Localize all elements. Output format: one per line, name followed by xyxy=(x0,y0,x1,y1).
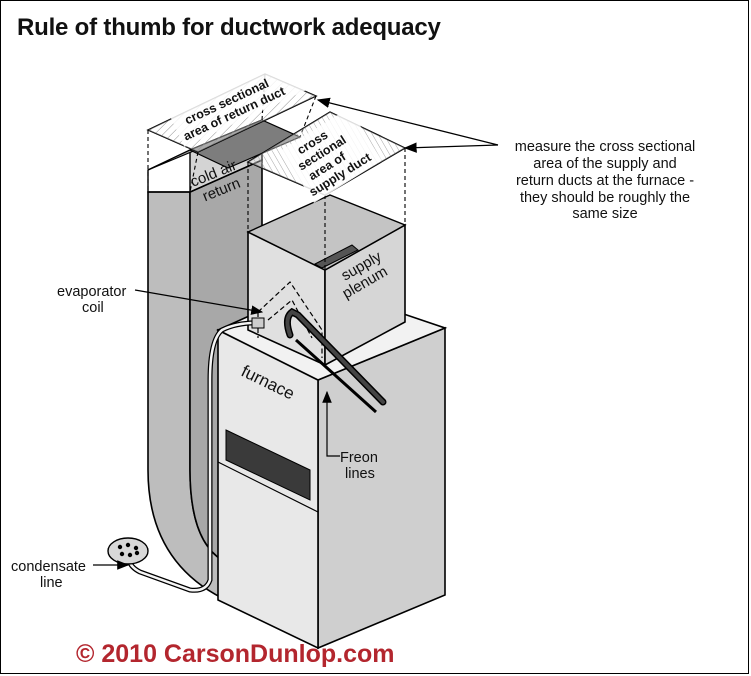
measure-text-line5: same size xyxy=(572,206,637,222)
condensate-label-line1: condensate xyxy=(11,559,86,575)
freon-label-line2: lines xyxy=(345,466,375,482)
measure-callout: measure the cross sectional area of the … xyxy=(316,97,696,222)
evaporator-callout: evaporator coil xyxy=(57,284,264,316)
measure-text-line3: return ducts at the furnace - xyxy=(516,173,694,189)
condensate-line xyxy=(126,317,265,593)
freon-callout: Freon lines xyxy=(322,390,378,482)
diagram-title: Rule of thumb for ductwork adequacy xyxy=(17,14,441,41)
condensate-callout: condensate line xyxy=(11,559,130,591)
supply-plenum xyxy=(246,194,407,367)
evaporator-label-line2: coil xyxy=(82,300,104,316)
measure-text-line2: area of the supply and xyxy=(533,156,677,172)
evaporator-label-line1: evaporator xyxy=(57,284,126,300)
floor-drain xyxy=(107,537,149,565)
condensate-label-line2: line xyxy=(40,575,63,591)
copyright-notice: © 2010 CarsonDunlop.com xyxy=(76,640,395,668)
measure-text-line1: measure the cross sectional xyxy=(515,139,696,155)
freon-label-line1: Freon xyxy=(340,450,378,466)
measure-text-line4: they should be roughly the xyxy=(520,190,690,206)
freon-lines xyxy=(283,307,387,414)
supply-area-label: cross sectional area of supply duct xyxy=(281,107,382,203)
